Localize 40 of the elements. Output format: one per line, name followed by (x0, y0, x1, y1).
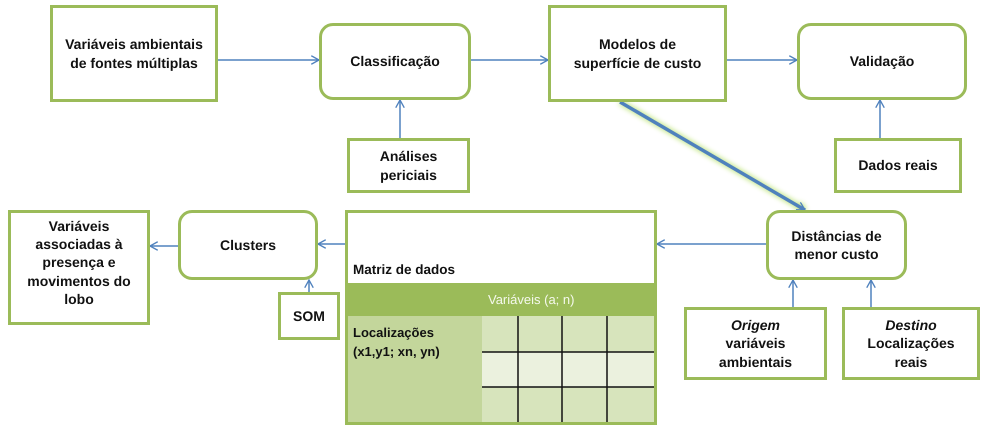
process-box (797, 23, 967, 100)
arrow (304, 279, 314, 292)
arrow (471, 54, 549, 66)
arrow (656, 238, 766, 250)
input-box (842, 307, 980, 380)
process-box (178, 210, 318, 280)
arrow (619, 100, 806, 212)
column-header: Variáveis (a; n) (348, 283, 654, 316)
arrow (874, 99, 886, 138)
arrow (727, 54, 798, 66)
matrix-title: Matriz de dados (353, 261, 456, 279)
arrow (218, 54, 320, 66)
data-matrix-box (345, 210, 657, 425)
input-box (834, 138, 962, 193)
node-label: Modelos de superfície de custo (572, 35, 702, 72)
node-label: Variáveis ambientais de fontes múltiplas (64, 35, 204, 72)
row-header: Localizações (x1,y1; xn, yn) (348, 316, 482, 422)
node-label: SOM (293, 306, 325, 326)
node-label: Distâncias de menor custo (790, 226, 883, 264)
node-label: Análises periciais (378, 147, 438, 184)
arrow (394, 99, 406, 138)
process-box (319, 23, 471, 100)
node-label: Variáveis associadas à presença e movimentos do lobo (26, 217, 132, 308)
input-box (347, 138, 470, 193)
arrow (866, 279, 876, 307)
node-label: Origem variáveis ambientais (718, 316, 794, 371)
process-box (766, 210, 907, 280)
node-label: Classificação (350, 52, 440, 71)
input-box (50, 5, 218, 102)
node-label: Clusters (220, 236, 276, 254)
input-box (8, 210, 150, 325)
arrow (317, 238, 345, 250)
arrow (149, 240, 178, 252)
arrow (788, 279, 798, 307)
node-label: Validação (850, 52, 914, 71)
input-box (548, 5, 727, 102)
node-label: Dados reais (858, 156, 938, 175)
node-label: Destino Localizações reais (866, 316, 956, 371)
input-box (278, 292, 340, 340)
input-box (684, 307, 827, 380)
